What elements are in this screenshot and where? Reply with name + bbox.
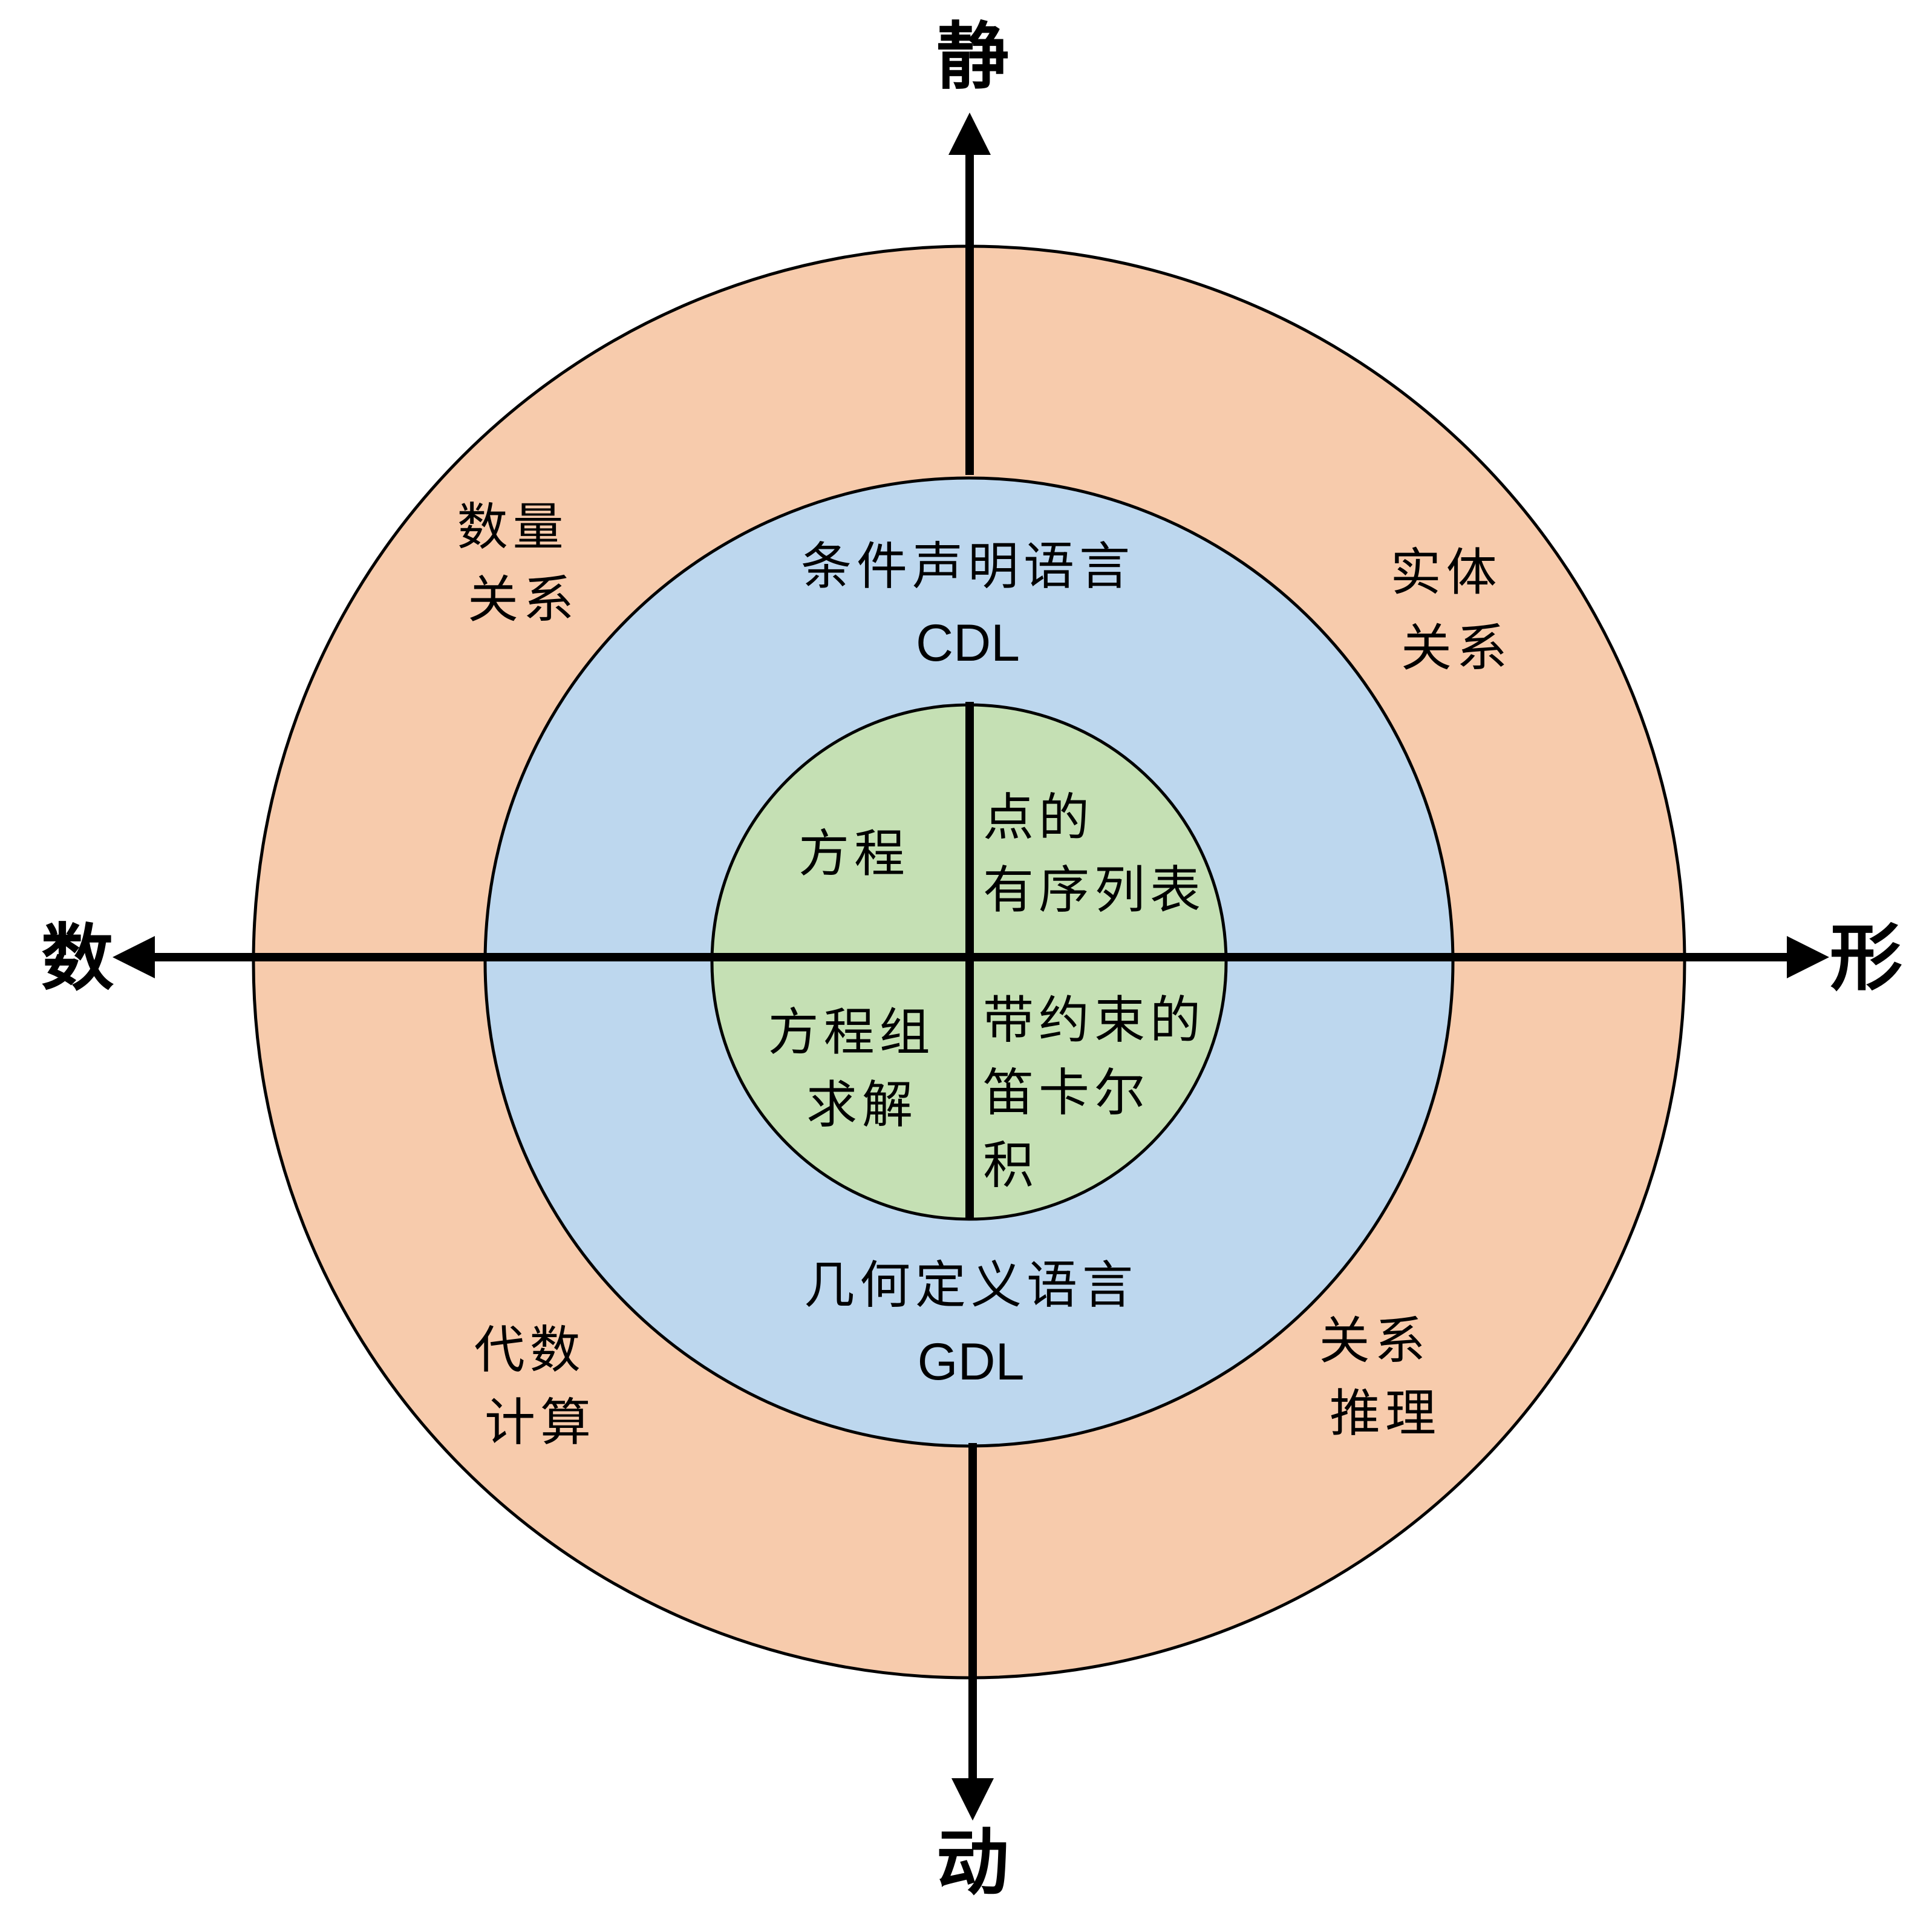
axis-label-right: 形 <box>1830 915 1902 1001</box>
middle-code-cdl: CDL <box>916 614 1020 672</box>
axis-label-top: 静 <box>936 14 1009 99</box>
inner-label-constrained-cartesian-product: 带约束的 笛卡尔 积 <box>983 990 1227 1195</box>
outer-label-relational-reasoning: 关系 推理 <box>1319 1311 1452 1443</box>
middle-code-gdl: GDL <box>918 1333 1025 1391</box>
inner-label-equation: 方程 <box>798 824 910 883</box>
inner-label-system-solving: 方程组 求解 <box>768 1003 956 1134</box>
inner-label-ordered-point-list: 点的 有序列表 <box>983 788 1206 920</box>
middle-title-gdl: 几何定义语言 <box>804 1255 1138 1315</box>
outer-label-entity-relation: 实体 关系 <box>1391 543 1523 678</box>
outer-label-quantity-relation: 数量 关系 <box>457 497 590 629</box>
axis-label-left: 数 <box>41 915 114 1001</box>
middle-title-cdl: 条件声明语言 <box>801 537 1135 596</box>
outer-label-algebraic-computation: 代数 计算 <box>474 1320 607 1452</box>
axis-label-bottom: 动 <box>936 1820 1009 1905</box>
